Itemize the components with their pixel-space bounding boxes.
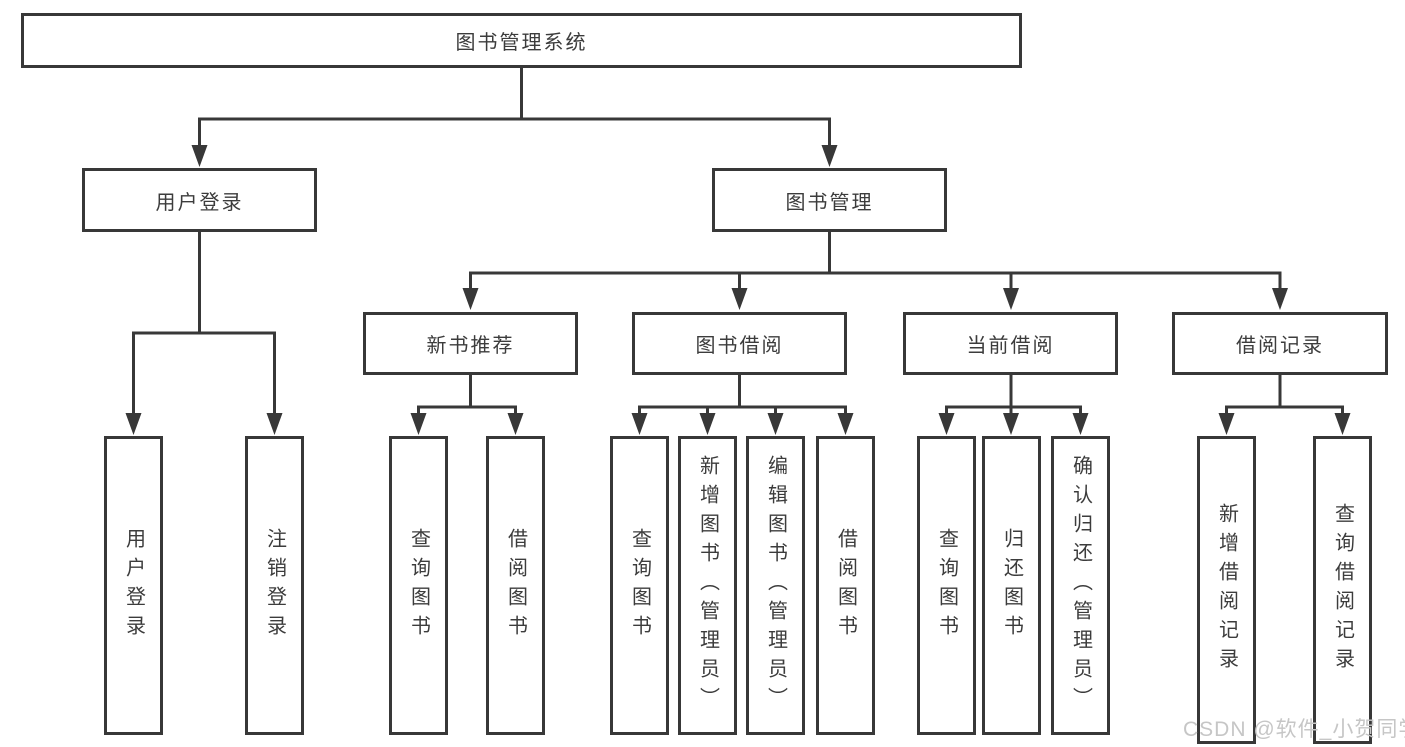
leaf-user-login-label: 用户登录	[122, 527, 145, 644]
leaf-borrow-book: 借阅图书	[816, 436, 875, 735]
node-current-borrowing: 当前借阅	[903, 312, 1118, 375]
node-library-management-system: 图书管理系统	[21, 13, 1022, 68]
leaf-confirm-return-admin: 确认归还（管理员）	[1051, 436, 1110, 735]
leaf-edit-book-admin-label: 编辑图书（管理员）	[764, 455, 787, 716]
node-borrowing-records: 借阅记录	[1172, 312, 1388, 375]
leaf-query-book-borrow: 查询图书	[610, 436, 669, 735]
leaf-query-book-recommend-label: 查询图书	[407, 527, 430, 644]
leaf-add-borrow-record-label: 新增借阅记录	[1215, 503, 1238, 677]
leaf-add-borrow-record: 新增借阅记录	[1197, 436, 1256, 744]
leaf-query-borrow-record-label: 查询借阅记录	[1331, 503, 1354, 677]
leaf-query-book-recommend: 查询图书	[389, 436, 448, 735]
leaf-query-book-current: 查询图书	[917, 436, 976, 735]
leaf-logout-label: 注销登录	[263, 527, 286, 644]
leaf-logout: 注销登录	[245, 436, 304, 735]
leaf-user-login: 用户登录	[104, 436, 163, 735]
leaf-confirm-return-admin-label: 确认归还（管理员）	[1069, 455, 1092, 716]
node-book-management: 图书管理	[712, 168, 947, 232]
leaf-query-book-borrow-label: 查询图书	[628, 527, 651, 644]
leaf-borrow-book-recommend-label: 借阅图书	[504, 527, 527, 644]
leaf-add-book-admin: 新增图书（管理员）	[678, 436, 737, 735]
leaf-query-book-current-label: 查询图书	[935, 527, 958, 644]
leaf-query-borrow-record: 查询借阅记录	[1313, 436, 1372, 744]
leaf-borrow-book-label: 借阅图书	[834, 527, 857, 644]
leaf-return-book-label: 归还图书	[1000, 527, 1023, 644]
node-new-book-recommendation: 新书推荐	[363, 312, 578, 375]
csdn-watermark: CSDN @软件_小贺同学	[1183, 718, 1405, 741]
leaf-add-book-admin-label: 新增图书（管理员）	[696, 455, 719, 716]
node-user-login: 用户登录	[82, 168, 317, 232]
leaf-edit-book-admin: 编辑图书（管理员）	[746, 436, 805, 735]
leaf-return-book: 归还图书	[982, 436, 1041, 735]
leaf-borrow-book-recommend: 借阅图书	[486, 436, 545, 735]
node-book-borrowing: 图书借阅	[632, 312, 847, 375]
